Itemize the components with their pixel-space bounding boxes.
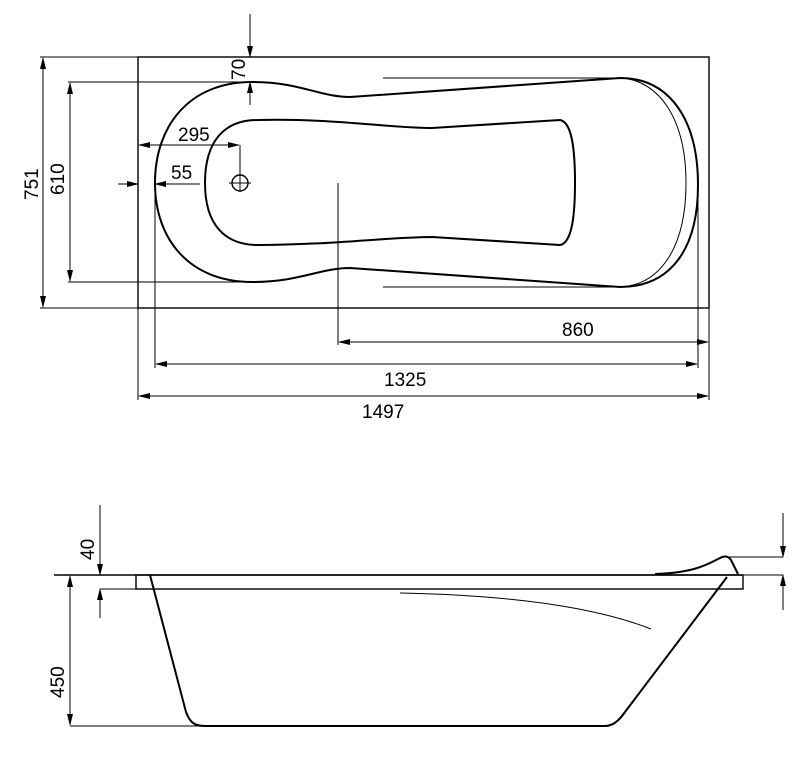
- dim-drain-offset: 295: [178, 125, 210, 146]
- rim-outline: [135, 574, 744, 590]
- tub-body-outline: [149, 574, 728, 727]
- dim-total-length: 1497: [362, 402, 404, 423]
- dim-rim-offset: 70: [229, 59, 250, 80]
- side-view: 40 450: [48, 505, 786, 727]
- dim-backrest-length: 860: [562, 320, 594, 341]
- outer-rim-outline: [137, 56, 710, 309]
- dim-inner-width: 610: [48, 163, 69, 195]
- dim-total-height: 450: [48, 666, 69, 698]
- dim-total-width: 751: [22, 168, 43, 200]
- headrest-profile: [654, 555, 739, 575]
- dim-rim-height: 40: [78, 539, 99, 560]
- backrest-curve: [619, 77, 687, 288]
- inner-slope-line: [399, 592, 652, 630]
- bowl-inner-contour: [203, 118, 577, 247]
- dim-inner-length: 1325: [384, 370, 426, 391]
- top-view: 751 610 70 295 55 860 1325 1497: [22, 14, 710, 423]
- dim-rim-to-bowl: 55: [171, 163, 192, 184]
